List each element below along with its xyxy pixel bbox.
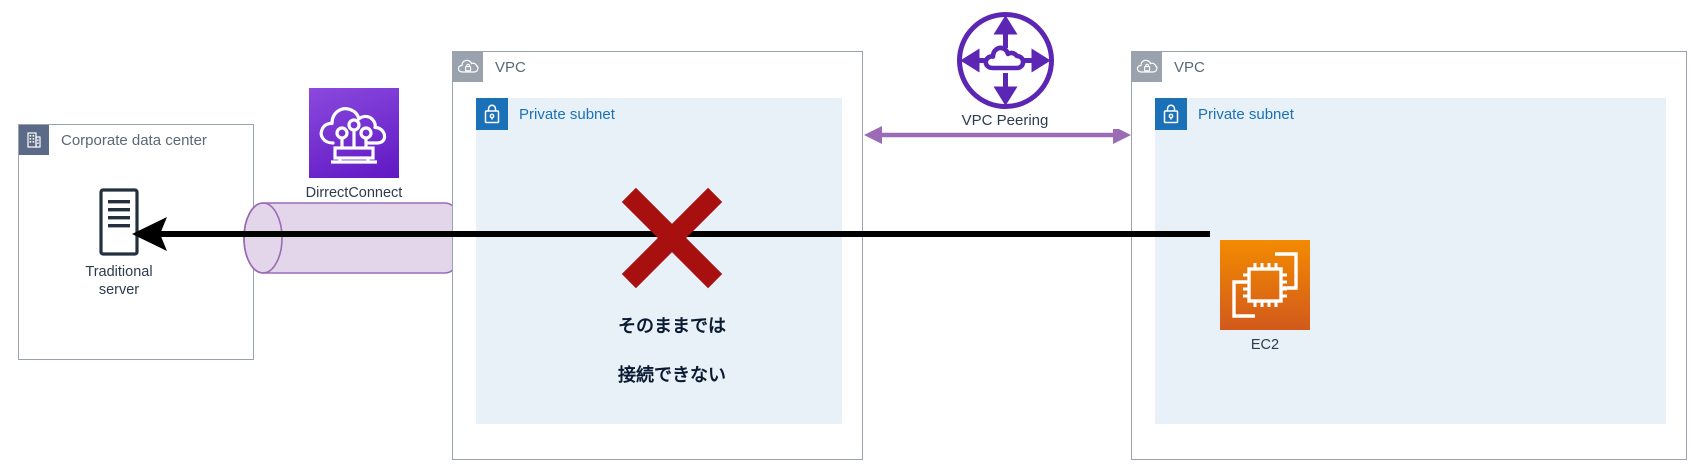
- corporate-data-center-box: Corporate data center Traditional server: [18, 124, 254, 360]
- direct-connect-link-cylinder: [243, 202, 465, 274]
- blocked-note-line2: 接続できない: [618, 364, 726, 385]
- vpc-right-header: VPC: [1132, 52, 1205, 82]
- corporate-data-center-header: Corporate data center: [19, 125, 207, 155]
- vpc-left-subnet-label: Private subnet: [519, 105, 615, 123]
- vpc-peering-icon: [957, 12, 1054, 109]
- direct-connect-icon: [309, 88, 399, 178]
- vpc-right-subnet-label: Private subnet: [1198, 105, 1294, 123]
- corporate-data-center-label: Corporate data center: [61, 131, 207, 149]
- traditional-server-caption: Traditional server: [85, 264, 153, 299]
- peering-connector-arrow: [864, 126, 1131, 144]
- vpc-peering-label: VPC Peering: [890, 112, 1120, 129]
- lock-icon: [476, 98, 508, 130]
- red-x-icon: [621, 187, 723, 289]
- vpc-left-subnet-header: Private subnet: [476, 98, 615, 130]
- server-icon: [99, 188, 139, 256]
- lock-icon: [1155, 98, 1187, 130]
- building-icon: [19, 125, 49, 155]
- ec2-caption: EC2: [1250, 337, 1280, 353]
- direct-connect-caption: DirrectConnect: [305, 185, 403, 201]
- ec2-chip-icon: [1220, 240, 1310, 330]
- vpc-right-label: VPC: [1174, 58, 1205, 76]
- connection-arrowhead: [132, 217, 167, 251]
- vpc-left-label: VPC: [495, 58, 526, 76]
- vpc-right-subnet-header: Private subnet: [1155, 98, 1294, 130]
- vpc-right-box: VPC Private subnet: [1131, 51, 1687, 460]
- blocked-note-line1: そのままでは: [618, 316, 726, 337]
- vpc-left-header: VPC: [453, 52, 526, 82]
- vpc-right-private-subnet: Private subnet: [1155, 98, 1666, 424]
- vpc-cloud-lock-icon: [1132, 52, 1162, 82]
- blocked-note: そのままでは 接続できない: [560, 290, 784, 411]
- traditional-server-node: Traditional server: [59, 187, 179, 299]
- direct-connect-node: DirrectConnect: [292, 88, 416, 202]
- vpc-cloud-lock-icon: [453, 52, 483, 82]
- ec2-node: EC2: [1205, 240, 1325, 354]
